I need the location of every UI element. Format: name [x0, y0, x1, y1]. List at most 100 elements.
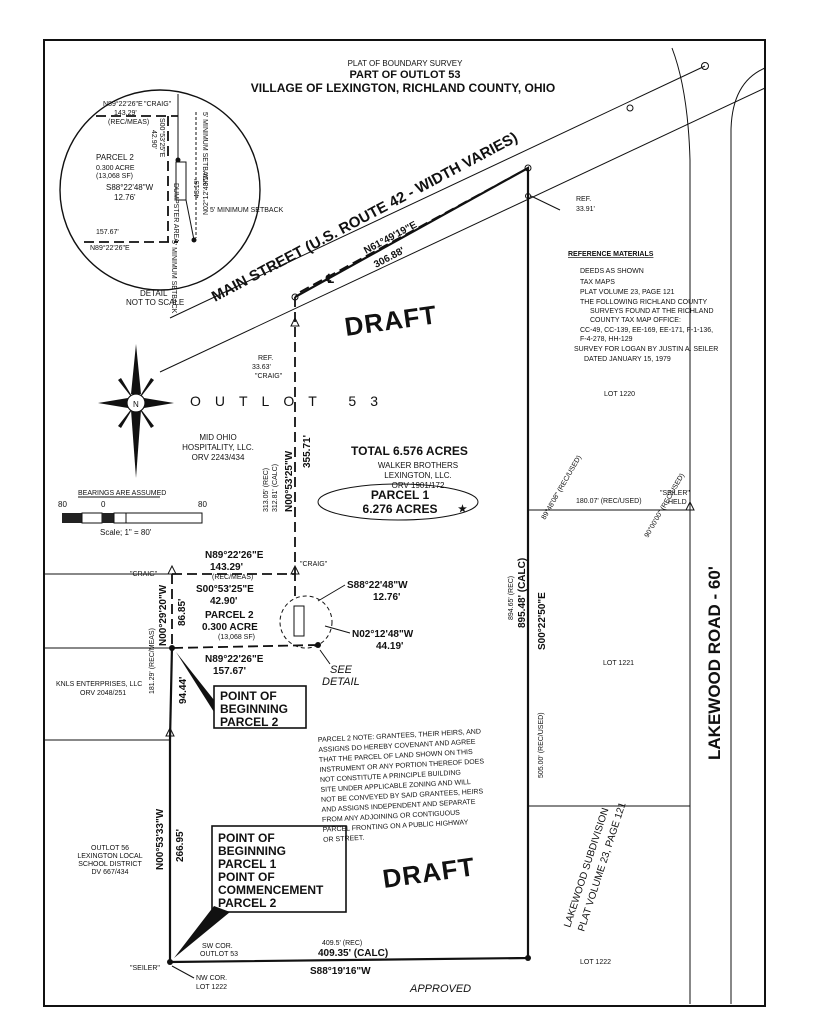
see-detail-1: SEE — [330, 664, 353, 676]
corner-pin — [524, 164, 532, 172]
see-detail-2: DETAIL — [322, 676, 360, 688]
sw-call: S88°22'48"W — [347, 580, 408, 591]
parcel2-sqft: (13,068 SF) — [218, 634, 255, 641]
reference-item: SURVEY FOR LOGAN BY JUSTIN A. SEILER — [574, 346, 718, 353]
n02-dist: 44.19' — [376, 641, 403, 652]
detail-s-dist: 42.90' — [150, 130, 157, 149]
street-north-edge — [169, 65, 706, 319]
dist-180: 180.07' (REC/USED) — [576, 498, 642, 505]
detail-dumpster: DUMPSTER AREA — [172, 183, 179, 243]
reference-item: COUNTY TAX MAP OFFICE: — [590, 317, 681, 324]
detail-top-rec: (REC/MEAS) — [108, 119, 149, 126]
west-rec1: 313.05' (REC) — [263, 468, 270, 512]
seiler-held-1: "SEILER" — [660, 490, 690, 497]
parcel2-acres: 0.300 ACRE — [202, 622, 258, 633]
monument-triangle — [165, 726, 175, 737]
detail-setback1: 5' MINIMUM SETBACK — [201, 112, 208, 186]
pob1-line5: COMMENCEMENT — [218, 883, 324, 897]
reference-heading: REFERENCE MATERIALS — [568, 251, 654, 258]
parcel2-label: PARCEL 2 — [205, 610, 254, 621]
n02-call: N02°12'48"W — [352, 629, 414, 640]
owner-line1: WALKER BROTHERS — [378, 461, 458, 470]
reference-item: TAX MAPS — [580, 279, 615, 286]
nw-cor-1: NW COR. — [196, 975, 227, 982]
p2-west-dist: 86.85' — [177, 599, 188, 626]
corner-pin — [525, 193, 531, 199]
bearings-note: BEARINGS ARE ASSUMED — [78, 490, 166, 497]
nw-cor-leader — [171, 965, 195, 979]
scale-left: 80 — [58, 500, 67, 509]
parcel1-acres: 6.276 ACRES — [363, 502, 438, 516]
outlot56-line4: DV 667/434 — [92, 869, 129, 876]
outlot56-line2: LEXINGTON LOCAL — [77, 853, 142, 860]
p2-s-bearing: S00°53'25"E — [196, 584, 254, 595]
ref-left-dist: 33.63' — [252, 364, 271, 371]
ref-top-dist: 33.91' — [576, 206, 595, 213]
reference-item: F-4-278, HH-129 — [580, 336, 633, 343]
corner-pin — [525, 955, 531, 961]
west-lower-dist: 266.95' — [175, 829, 186, 862]
lot-1221: LOT 1221 — [603, 660, 634, 667]
monument-triangle — [290, 564, 300, 575]
reference-item: DEEDS AS SHOWN — [580, 268, 644, 275]
east-calc: 895.48' (CALC) — [517, 558, 528, 628]
scale-right: 80 — [198, 500, 207, 509]
detail-bottom-bearing: N89°22'26"E — [90, 244, 130, 252]
pob2-line1: POINT OF — [220, 689, 277, 703]
p2-s-dist: 42.90' — [210, 596, 237, 607]
sw-dist: 12.76' — [373, 592, 400, 603]
monument-triangle — [167, 564, 177, 575]
sw-cor-1: SW COR. — [202, 943, 233, 950]
west-bearing: N00°53'25"W — [284, 450, 295, 512]
knls-line2: ORV 2048/251 — [80, 690, 126, 697]
west-n00-29: N00°29'20"W — [158, 584, 169, 646]
detail-inset: N89°22'26"E "CRAIG" 143.29' (REC/MEAS) S… — [59, 89, 284, 314]
detail-top-bearing: N89°22'26"E — [103, 100, 143, 108]
outlot56-line1: OUTLOT 56 — [91, 845, 129, 852]
south-rec: 409.5' (REC) — [322, 940, 362, 947]
detail-top-dist: 143.29' — [114, 110, 137, 117]
north-arrow-icon: N — [98, 344, 174, 478]
south-calc: 409.35' (CALC) — [318, 948, 388, 959]
pob1-line3: PARCEL 1 — [218, 857, 277, 871]
detail-caption2: NOT TO SCALE — [126, 298, 184, 307]
east-505: 505.00' (REC/USED) — [538, 712, 545, 778]
outlot-label: OUTLOT 53 — [190, 393, 392, 409]
detail-parcel: PARCEL 2 — [96, 153, 134, 162]
reference-item: SURVEYS FOUND AT THE RICHLAND — [590, 308, 714, 315]
ref-left-craig: "CRAIG" — [255, 373, 283, 380]
outlot56-line3: SCHOOL DISTRICT — [78, 861, 142, 868]
detail-bottom-dist: 157.67' — [96, 229, 119, 236]
detail-caption1: DETAIL — [140, 289, 168, 298]
corner-pin — [291, 293, 299, 301]
east-rec: 894.65' (REC) — [508, 576, 515, 620]
dist-94: 94.44' — [178, 677, 189, 704]
street-south-edge — [159, 87, 766, 373]
monument-triangle — [290, 316, 300, 327]
nw-cor-2: LOT 1222 — [196, 984, 227, 991]
sw-leader — [317, 584, 346, 602]
ref-left: REF. — [258, 355, 273, 362]
scale-mid: 0 — [101, 500, 106, 509]
west-dist: 355.71' — [302, 435, 313, 468]
detail-n02: N02°12'48"W — [202, 173, 210, 215]
draft-stamp-top: DRAFT — [343, 299, 439, 342]
p2-top-rec: (REC/MEAS) — [212, 574, 253, 581]
mid-ohio-line1: MID OHIO — [199, 433, 236, 442]
corner-pin — [167, 959, 173, 965]
mid-ohio-line3: ORV 2243/434 — [192, 453, 245, 462]
south-bearing: S88°19'16"W — [310, 966, 371, 977]
detail-sw-bearing: S88°22'48"W — [106, 183, 154, 192]
lot-1220: LOT 1220 — [604, 391, 635, 398]
p2-top-bearing: N89°22'26"E — [205, 550, 264, 561]
lot-1222: LOT 1222 — [580, 959, 611, 966]
n02-leader — [324, 625, 351, 634]
pob1-line4: POINT OF — [218, 870, 275, 884]
detail-acre: 0.300 ACRE — [96, 165, 135, 172]
ref-tick-top — [530, 195, 561, 211]
p2-bottom-bearing: N89°22'26"E — [205, 654, 264, 665]
detail-craig: "CRAIG" — [144, 101, 172, 108]
owner-line2: LEXINGTON, LLC. — [384, 471, 451, 480]
scale-bar — [62, 512, 203, 524]
